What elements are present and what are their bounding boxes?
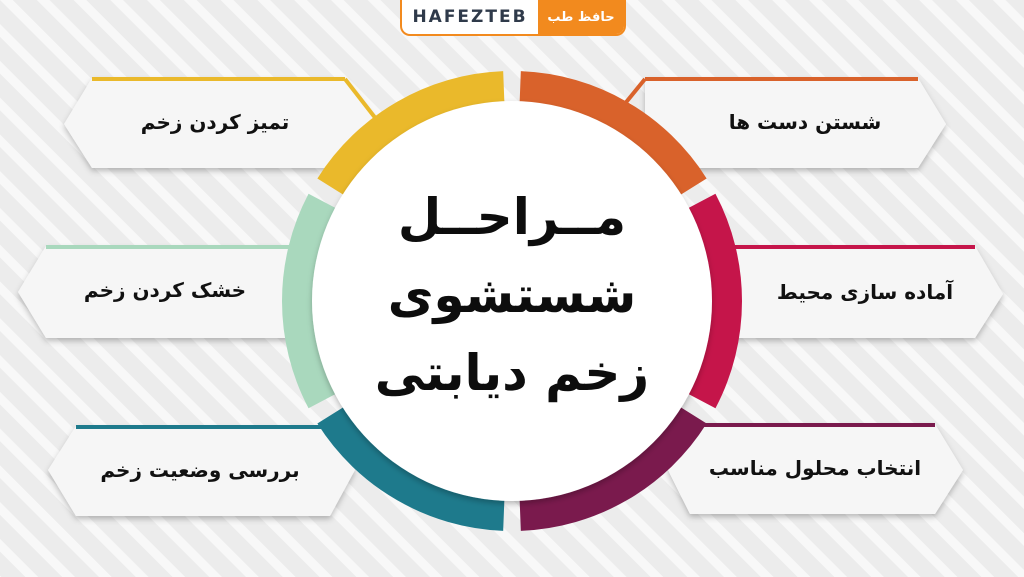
step-box-2: [735, 245, 1003, 338]
brand-name-en: HAFEZTEB: [412, 7, 528, 27]
center-title-line-3: زخم دیابتی: [374, 344, 650, 402]
step-box-3: [668, 423, 963, 514]
ring-segment-2: [685, 193, 742, 409]
step-label-6: تمیز کردن زخم: [140, 110, 290, 134]
step-label-1: شستن دست ها: [728, 110, 882, 134]
ring-segment-6: [317, 71, 505, 197]
step-label-5: خشک کردن زخم: [83, 278, 247, 302]
ring-segment-5: [282, 193, 339, 409]
center-title-line-2: شستشوی: [387, 266, 637, 324]
center-title-line-1: مــراحــل: [397, 188, 627, 246]
step-label-2: آماده سازی محیط: [776, 280, 954, 304]
ring: [282, 71, 742, 531]
step-label-3: انتخاب محلول مناسب: [708, 456, 922, 480]
step-box-4: [48, 425, 355, 516]
step-box-6: [64, 77, 382, 168]
ring-segment-4: [317, 405, 505, 531]
brand-name-fa: حافظ طب: [538, 0, 624, 34]
ring-segment-3: [519, 405, 707, 531]
step-box-1: [608, 77, 946, 168]
center-circle: [312, 101, 712, 501]
ring-segment-1: [519, 71, 707, 197]
step-box-5: [18, 245, 290, 338]
center-title: مــراحــل شستشوی زخم دیابتی: [340, 178, 684, 412]
step-label-4: بررسی وضعیت زخم: [100, 458, 300, 482]
brand-logo: HAFEZTEB حافظ طب: [400, 0, 626, 36]
